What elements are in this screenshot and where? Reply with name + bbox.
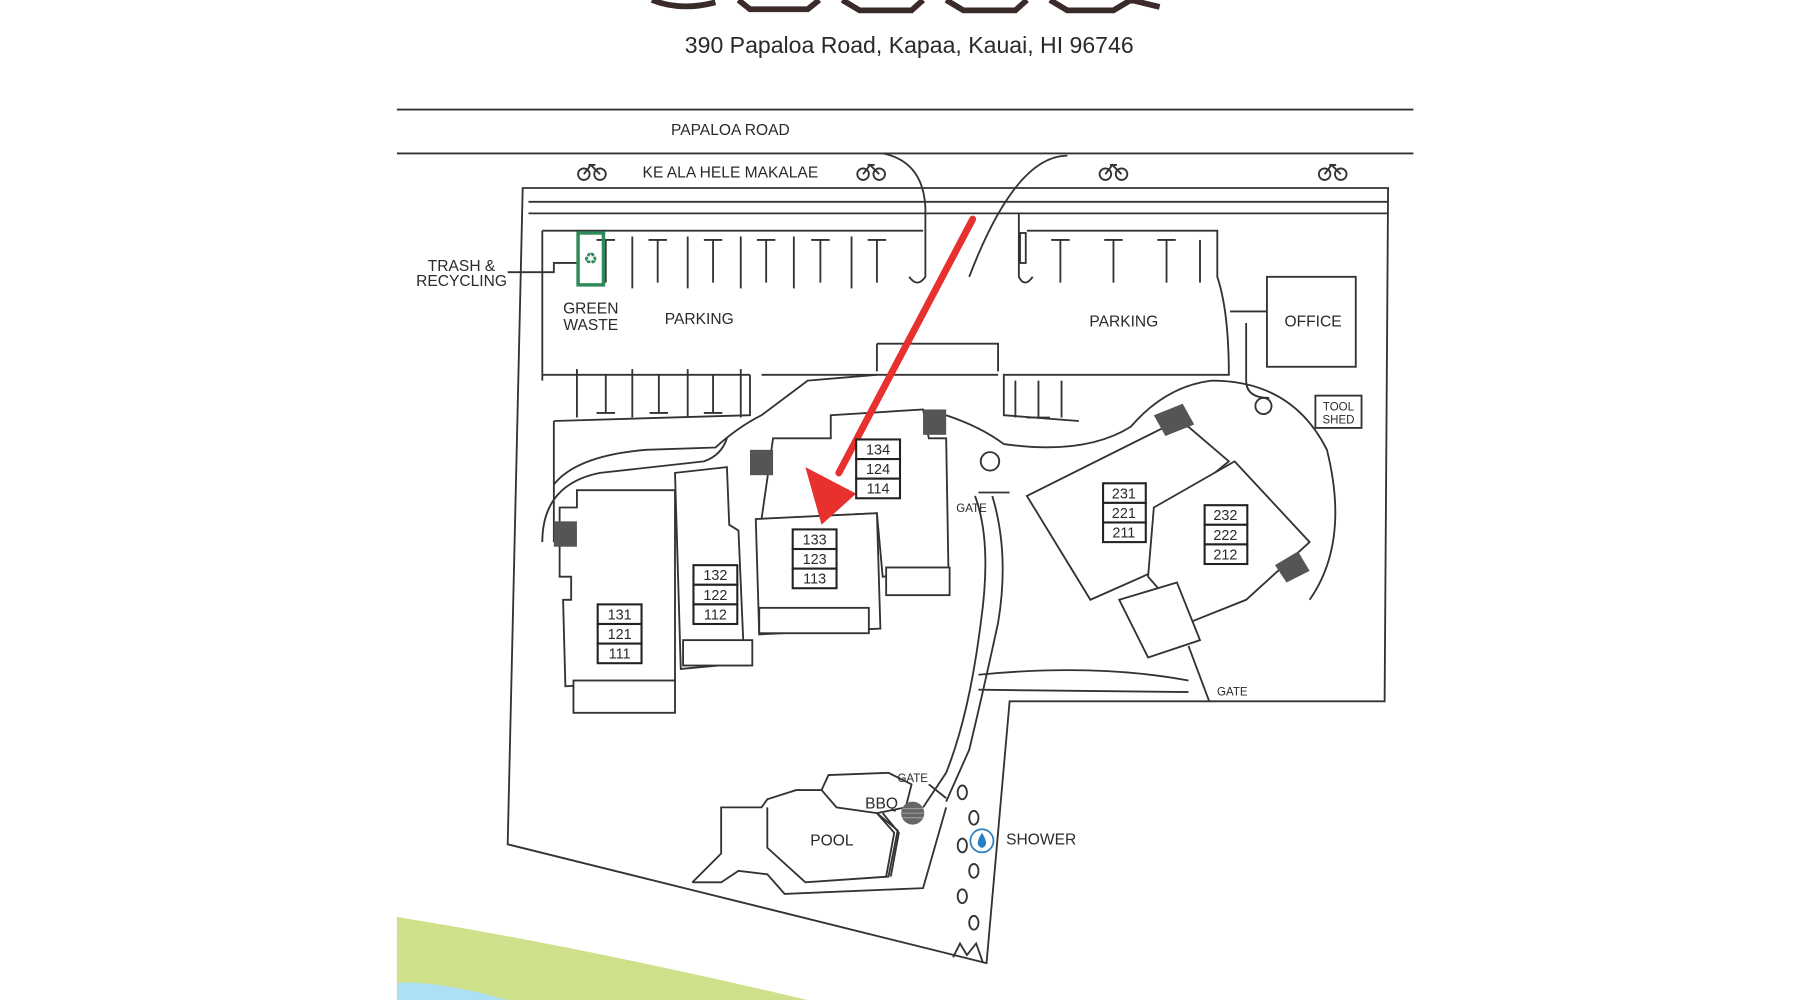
- office-building: [1266, 275, 1357, 368]
- address: 390 Papaloa Road, Kapaa, Kauai, HI 96746: [685, 32, 1134, 58]
- unit-number: 231: [1112, 486, 1136, 502]
- walkways: [541, 373, 1337, 808]
- unit-number: 122: [703, 588, 727, 604]
- papaloa-road-label: PAPALOA ROAD: [671, 122, 790, 139]
- bbq-label: BBQ: [865, 796, 898, 813]
- green-waste-label: GREEN: [563, 301, 618, 318]
- tool-shed: [1314, 394, 1363, 429]
- pool-area: [691, 771, 948, 895]
- parking-east-label: PARKING: [1089, 313, 1158, 330]
- bike-path-label: KE ALA HELE MAKALAE: [643, 165, 819, 182]
- unit-number: 123: [803, 552, 827, 568]
- gate-label: GATE: [956, 503, 987, 515]
- shower-icon: [969, 828, 995, 854]
- property-boundary: [506, 152, 1390, 965]
- highlight-arrow: [805, 215, 977, 525]
- unit-number: 212: [1213, 547, 1237, 563]
- bicycle-icon: [577, 163, 607, 181]
- unit-stack-131: 131 121 111: [596, 603, 643, 665]
- tool-shed-label: SHED: [1322, 414, 1354, 426]
- green-waste-label: WASTE: [563, 317, 618, 334]
- ocean-area: [396, 982, 508, 1000]
- bicycle-icon: [1098, 163, 1129, 181]
- unit-number: 211: [1112, 525, 1135, 541]
- unit-number: 132: [703, 568, 727, 584]
- pool-label: POOL: [810, 832, 854, 849]
- parking-lot-east: [1002, 229, 1270, 422]
- palm-trees: [952, 784, 984, 964]
- unit-number: 124: [866, 462, 890, 478]
- unit-stack-231: 231 221 211: [1102, 482, 1147, 544]
- unit-number: 134: [866, 442, 890, 458]
- office-label: OFFICE: [1285, 313, 1342, 330]
- recycle-icon: ♻: [584, 250, 598, 268]
- parking-west-label: PARKING: [665, 311, 734, 328]
- gate-label: GATE: [1217, 687, 1248, 699]
- parking-lot-west: [541, 229, 999, 543]
- unit-number: 221: [1112, 506, 1136, 522]
- unit-number: 232: [1213, 508, 1237, 524]
- unit-number: 112: [704, 607, 727, 623]
- unit-number: 133: [803, 532, 827, 548]
- trash-recycling-label: RECYCLING: [416, 273, 507, 290]
- unit-stack-132: 132 122 112: [692, 564, 739, 626]
- trash-recycling-label: TRASH &: [428, 258, 496, 275]
- lawn-area: [396, 916, 808, 1000]
- shower-label: SHOWER: [1006, 831, 1076, 848]
- building-east: [1025, 403, 1311, 659]
- bicycle-icon: [856, 163, 886, 181]
- gate-label: GATE: [897, 773, 928, 785]
- resort-logo: [650, 0, 1161, 14]
- unit-stack-232: 232 222 212: [1203, 504, 1249, 566]
- green-waste-bin: [576, 231, 606, 287]
- unit-number: 114: [867, 482, 890, 498]
- unit-number: 222: [1213, 528, 1237, 544]
- building-west: [553, 408, 951, 714]
- tool-shed-label: TOOL: [1323, 402, 1355, 414]
- unit-stack-133: 133 123 113: [791, 528, 838, 590]
- bbq-grill-icon: [901, 801, 925, 825]
- bicycle-icon: [1317, 163, 1348, 181]
- unit-stack-134: 134 124 114: [855, 438, 902, 500]
- unit-number: 131: [608, 607, 632, 623]
- unit-number: 111: [609, 647, 631, 663]
- unit-number: 113: [803, 572, 826, 588]
- unit-number: 121: [608, 627, 632, 643]
